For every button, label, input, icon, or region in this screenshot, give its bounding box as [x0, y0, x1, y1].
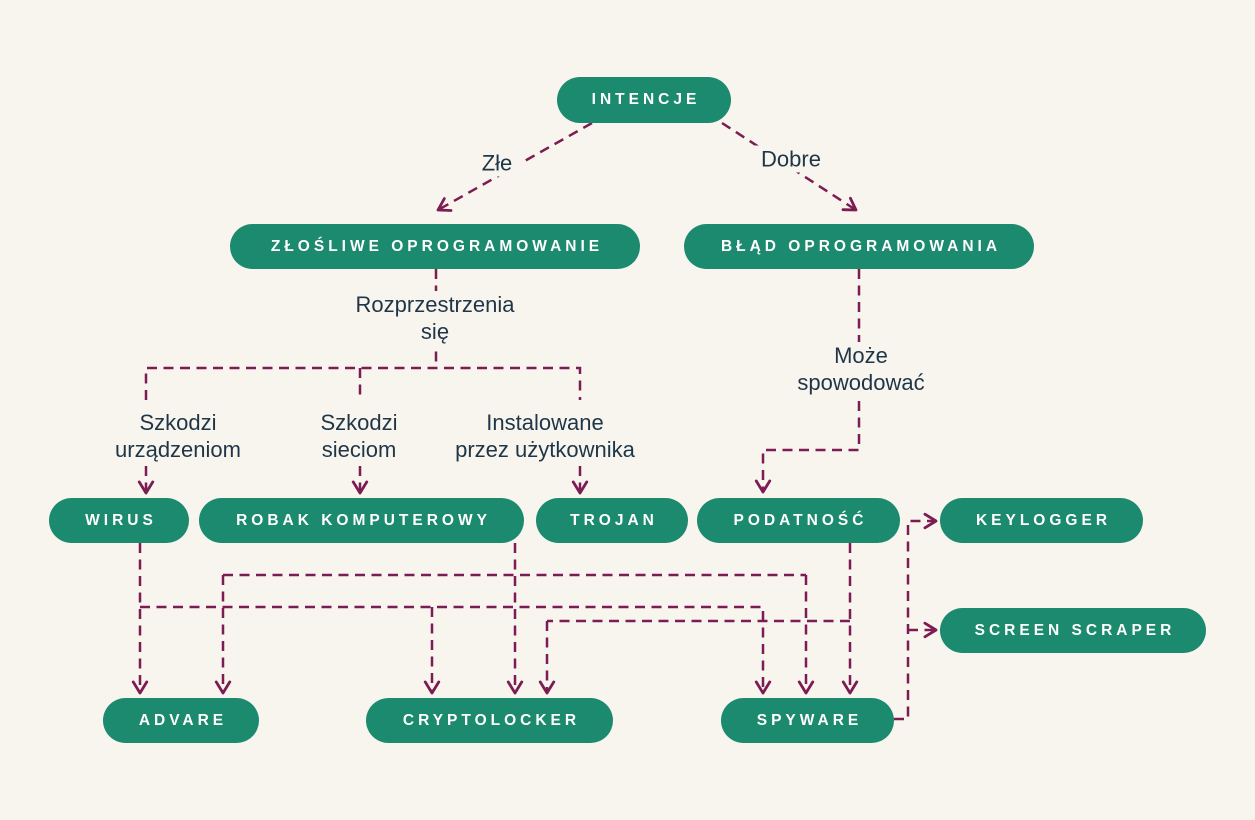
node-keylogger: KEYLOGGER: [940, 498, 1143, 543]
arrowhead-wirus-branch-to-spyware: [754, 680, 772, 695]
node-wirus: WIRUS: [49, 498, 189, 543]
edge-label-szkodzi-urzadzeniom: Szkodzi urządzeniom: [115, 410, 241, 462]
arrowhead-arrow-to-trojan: [571, 480, 589, 495]
node-podatnosc: PODATNOŚĆ: [697, 498, 900, 543]
edge-label-instalowane: Instalowane przez użytkownika: [455, 410, 635, 462]
connector-spyware-to-keylogger: [894, 519, 936, 721]
connector-spread-bar: [144, 366, 582, 400]
node-spyware: SPYWARE: [721, 698, 894, 743]
connector-intencje-to-blad: [721, 121, 857, 212]
arrowhead-intencje-to-blad: [841, 196, 858, 212]
arrowhead-branch-to-advare: [214, 680, 232, 695]
arrowhead-arrow-to-robak: [351, 480, 369, 495]
node-intencje: INTENCJE: [557, 77, 731, 123]
connector-wirus-branch-to-spyware: [140, 605, 765, 693]
edge-label-moze-spowodowac: Może spowodować: [789, 342, 933, 396]
edge-label-zle: Złe: [473, 149, 521, 177]
edge-label-dobre: Dobre: [753, 145, 829, 173]
arrowhead-branch-to-spyware: [797, 680, 815, 695]
arrowhead-spyware-to-keylogger: [923, 512, 938, 530]
arrowhead-wirus-to-advare: [131, 680, 149, 695]
edge-label-szkodzi-sieciom: Szkodzi sieciom: [320, 410, 398, 462]
arrowhead-arrow-to-wirus: [137, 480, 155, 495]
arrowhead-branch-to-cryptolocker-left: [423, 680, 441, 695]
node-trojan: TROJAN: [536, 498, 688, 543]
node-advare: ADVARE: [103, 698, 259, 743]
arrowhead-blad-to-podatnosc: [754, 479, 772, 494]
arrowhead-intencje-to-zlosliwe: [436, 197, 453, 212]
arrowhead-robak-to-cryptolocker: [506, 680, 524, 695]
node-cryptolocker: CRYPTOLOCKER: [366, 698, 613, 743]
node-zlosliwe: ZŁOŚLIWE OPROGRAMOWANIE: [230, 224, 640, 269]
arrowhead-spyware-to-screen-scraper: [923, 621, 938, 639]
node-screen-scraper: SCREEN SCRAPER: [940, 608, 1206, 653]
edge-label-rozprzestrzenia: Rozprzestrzenia się: [347, 291, 523, 345]
node-blad: BŁĄD OPROGRAMOWANIA: [684, 224, 1034, 269]
node-robak: ROBAK KOMPUTEROWY: [199, 498, 524, 543]
arrowhead-podatnosc-to-spyware: [841, 680, 859, 695]
arrowhead-branch-to-cryptolocker-right: [538, 680, 556, 695]
